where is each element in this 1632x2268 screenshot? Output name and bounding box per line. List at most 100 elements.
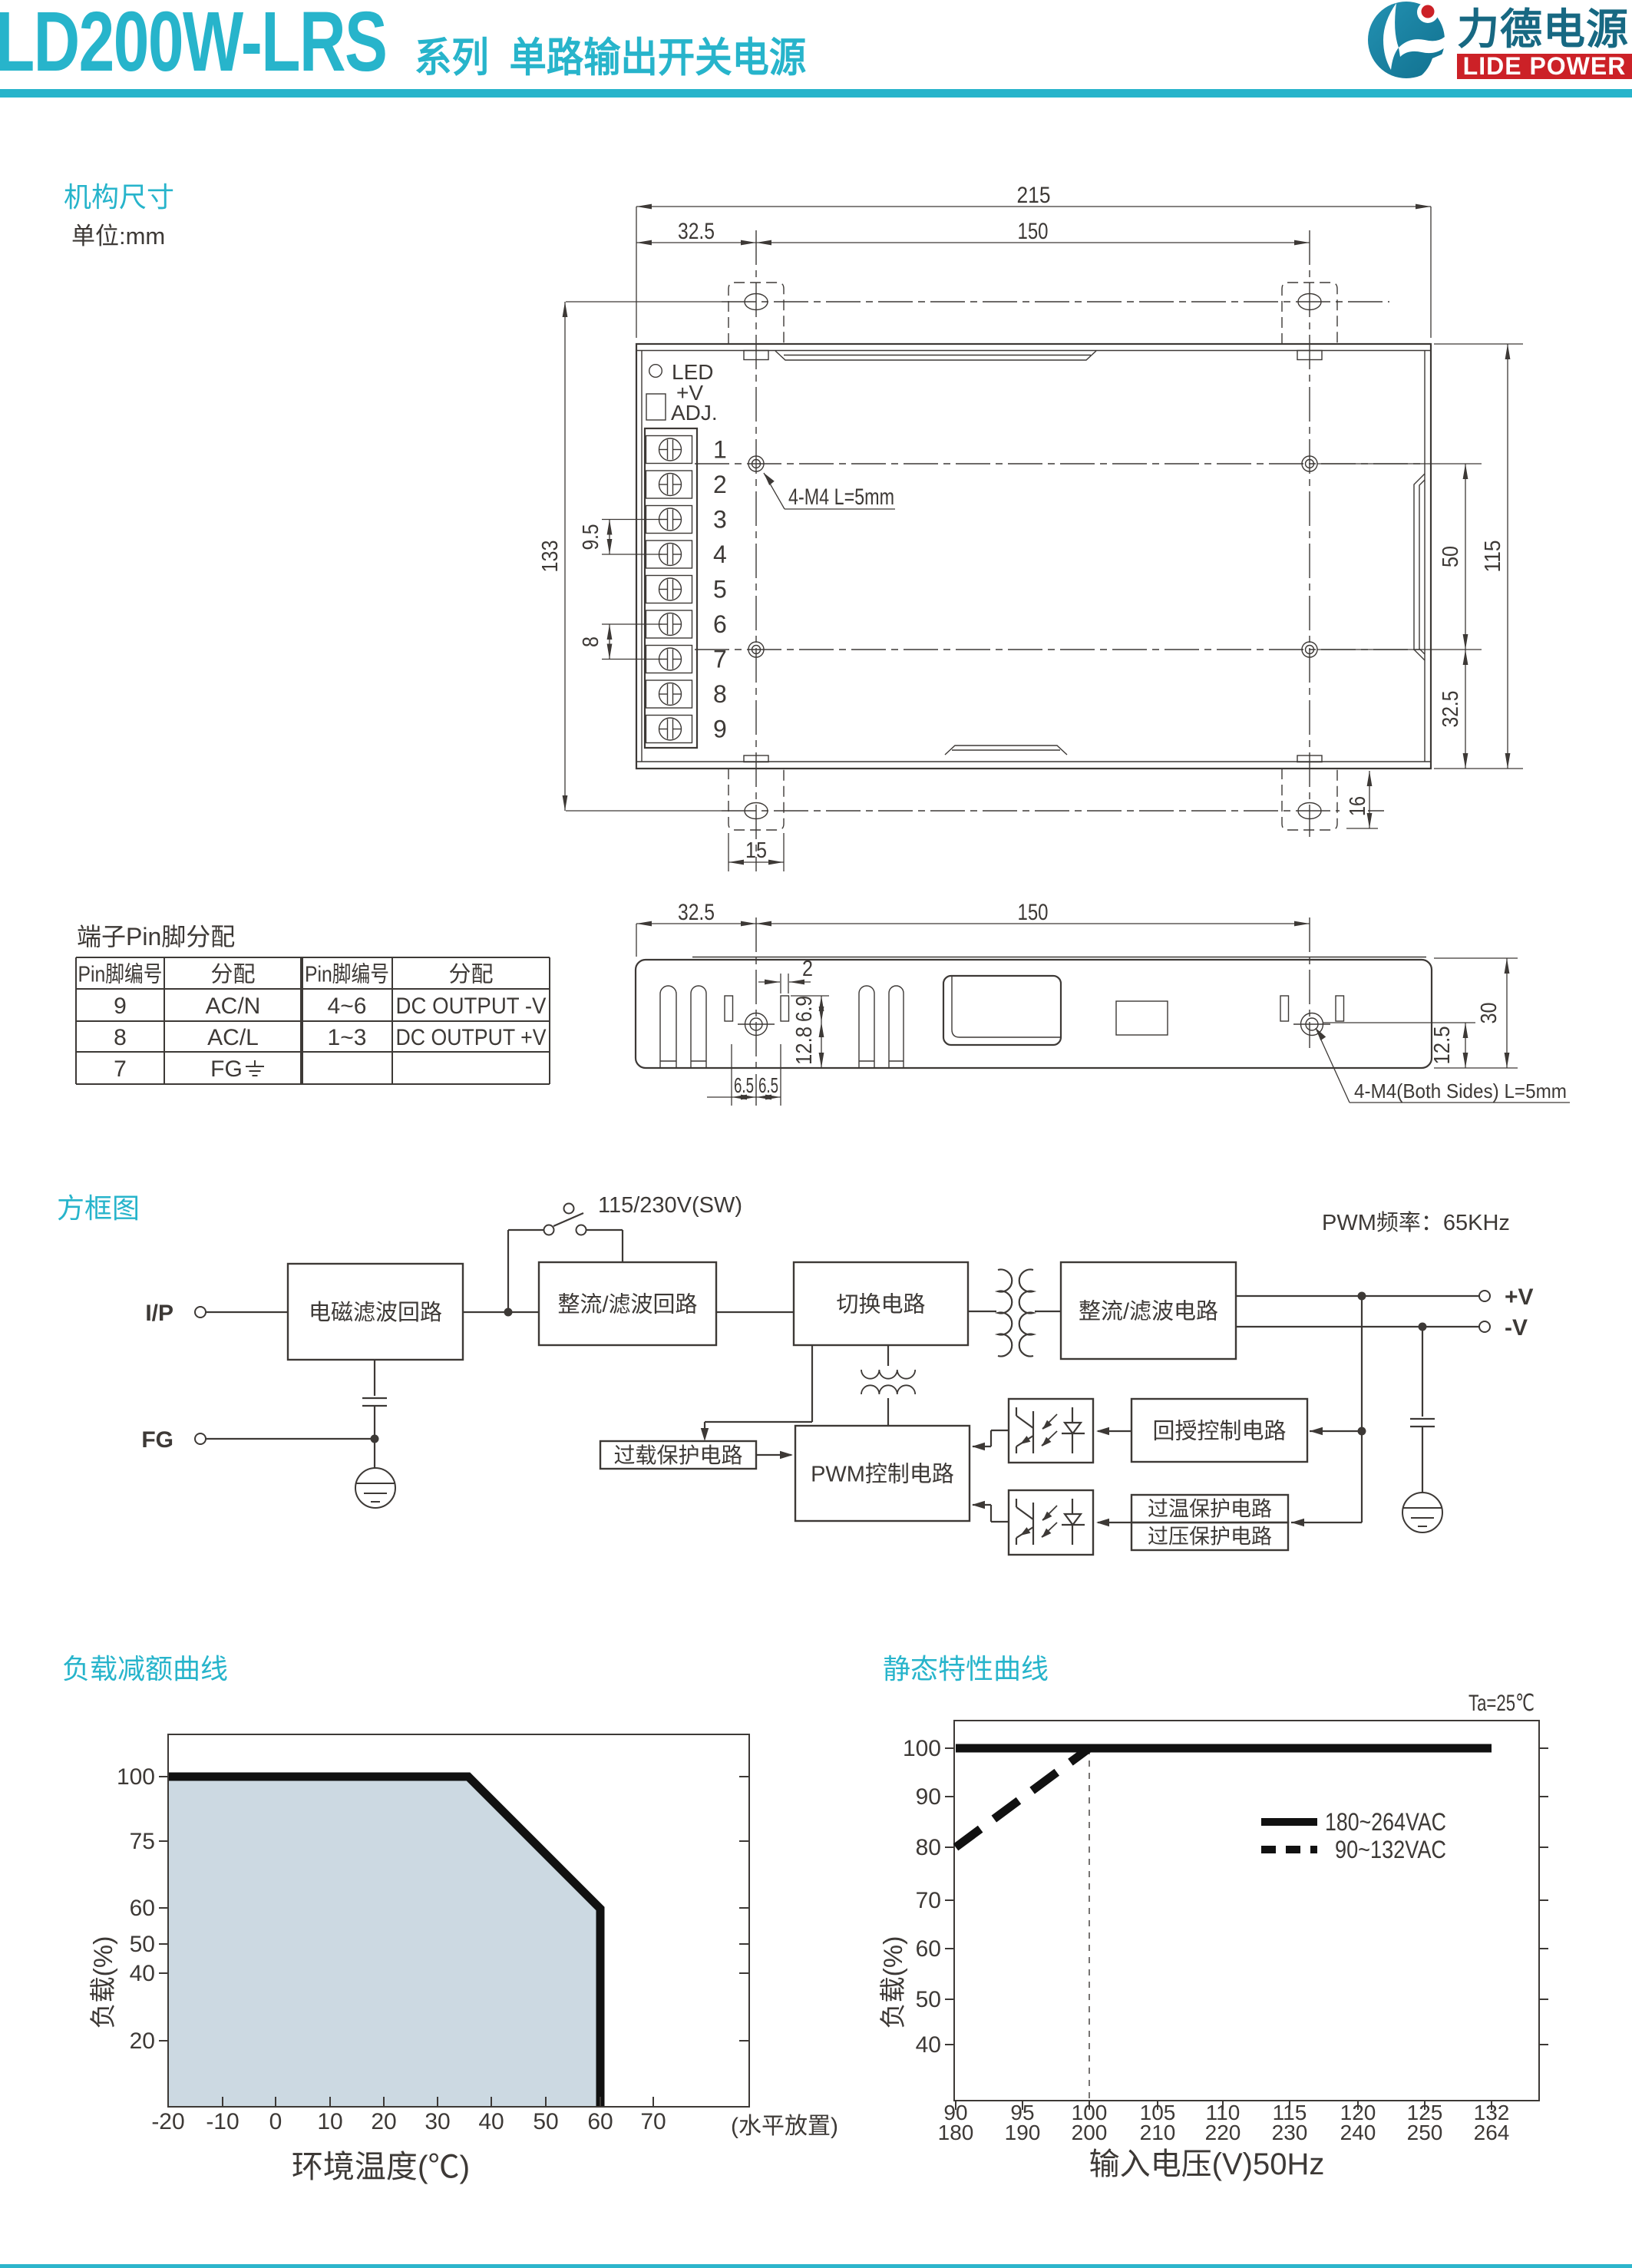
svg-text:9.5: 9.5 — [579, 524, 603, 550]
svg-text:静态特性曲线: 静态特性曲线 — [883, 1653, 1049, 1684]
svg-text:180~264VAC: 180~264VAC — [1325, 1808, 1446, 1836]
svg-text:7: 7 — [114, 1056, 127, 1082]
svg-text:FG: FG — [141, 1427, 173, 1453]
svg-text:电磁滤波回路: 电磁滤波回路 — [309, 1300, 442, 1325]
svg-text:6.5: 6.5 — [758, 1073, 778, 1097]
svg-text:环境温度(℃): 环境温度(℃) — [292, 2149, 470, 2184]
svg-text:30: 30 — [1477, 1003, 1502, 1024]
svg-text:40: 40 — [130, 1961, 155, 1986]
svg-text:1: 1 — [713, 436, 727, 464]
svg-text:70: 70 — [640, 2109, 666, 2134]
svg-text:115: 115 — [1273, 2101, 1307, 2124]
svg-text:40: 40 — [916, 2032, 941, 2058]
svg-text:115: 115 — [1481, 541, 1505, 573]
svg-text:264: 264 — [1474, 2121, 1510, 2144]
svg-text:过温保护电路: 过温保护电路 — [1148, 1498, 1272, 1521]
svg-text:过载保护电路: 过载保护电路 — [613, 1443, 742, 1467]
svg-text:DC OUTPUT -V: DC OUTPUT -V — [396, 993, 547, 1019]
svg-text:3: 3 — [713, 506, 727, 534]
svg-text:(水平放置): (水平放置) — [731, 2114, 838, 2139]
svg-text:6.9: 6.9 — [792, 996, 817, 1022]
svg-text:70: 70 — [916, 1888, 941, 1913]
svg-text:12.5: 12.5 — [1430, 1027, 1455, 1065]
svg-text:Pin脚编号: Pin脚编号 — [305, 962, 389, 987]
svg-text:AC/N: AC/N — [206, 993, 261, 1019]
svg-text:250: 250 — [1407, 2121, 1443, 2144]
svg-text:过压保护电路: 过压保护电路 — [1148, 1526, 1272, 1549]
svg-text:230: 230 — [1272, 2121, 1308, 2144]
svg-text:20: 20 — [130, 2028, 155, 2054]
svg-text:90: 90 — [943, 2101, 967, 2124]
svg-text:132: 132 — [1474, 2101, 1510, 2124]
svg-text:40: 40 — [478, 2109, 504, 2134]
svg-text:50: 50 — [916, 1987, 941, 2012]
svg-text:200: 200 — [1072, 2121, 1108, 2144]
svg-text:32.5: 32.5 — [678, 900, 715, 925]
svg-text:Pin脚编号: Pin脚编号 — [78, 962, 163, 987]
svg-text:AC/L: AC/L — [207, 1025, 259, 1050]
svg-text:0: 0 — [269, 2109, 282, 2134]
svg-text:80: 80 — [916, 1835, 941, 1860]
svg-text:20: 20 — [371, 2109, 396, 2134]
svg-text:方框图: 方框图 — [57, 1192, 140, 1224]
svg-text:ADJ.: ADJ. — [671, 401, 718, 425]
svg-text:100: 100 — [117, 1764, 155, 1790]
svg-text:90~132VAC: 90~132VAC — [1335, 1836, 1446, 1863]
svg-text:180: 180 — [938, 2121, 974, 2144]
svg-text:-V: -V — [1505, 1315, 1528, 1341]
svg-text:215: 215 — [1017, 183, 1051, 208]
svg-text:4: 4 — [713, 541, 727, 568]
svg-text:9: 9 — [713, 716, 727, 743]
svg-text:240: 240 — [1340, 2121, 1376, 2144]
svg-text:110: 110 — [1206, 2101, 1241, 2124]
svg-text:FG: FG — [210, 1056, 243, 1082]
svg-text:PWM控制电路: PWM控制电路 — [811, 1461, 954, 1486]
svg-text:+V: +V — [1505, 1284, 1534, 1310]
svg-text:15: 15 — [745, 838, 767, 863]
svg-text:负载(%): 负载(%) — [879, 1936, 908, 2029]
svg-text:+V: +V — [676, 381, 703, 405]
svg-text:整流/滤波回路: 整流/滤波回路 — [557, 1291, 697, 1317]
svg-text:LIDE POWER: LIDE POWER — [1463, 52, 1627, 80]
svg-text:9: 9 — [114, 993, 127, 1019]
svg-text:95: 95 — [1010, 2101, 1034, 2124]
svg-text:2: 2 — [713, 471, 727, 498]
svg-text:7: 7 — [713, 646, 727, 673]
svg-text:分配: 分配 — [448, 963, 493, 987]
svg-text:30: 30 — [425, 2109, 450, 2134]
svg-text:12.8: 12.8 — [792, 1027, 817, 1065]
svg-text:负载减额曲线: 负载减额曲线 — [62, 1653, 228, 1684]
svg-text:115/230V(SW): 115/230V(SW) — [598, 1193, 742, 1218]
svg-text:Ta=25℃: Ta=25℃ — [1468, 1691, 1535, 1716]
svg-text:2: 2 — [802, 957, 813, 981]
svg-text:150: 150 — [1018, 900, 1049, 925]
svg-text:LED: LED — [672, 360, 713, 384]
svg-text:16: 16 — [1346, 796, 1370, 816]
svg-text:-20: -20 — [151, 2109, 184, 2134]
svg-text:50: 50 — [130, 1932, 155, 1957]
svg-text:75: 75 — [130, 1829, 155, 1854]
svg-text:32.5: 32.5 — [678, 219, 715, 244]
svg-text:6: 6 — [713, 610, 727, 638]
svg-text:133: 133 — [538, 541, 563, 573]
svg-text:PWM频率：65KHz: PWM频率：65KHz — [1322, 1210, 1510, 1235]
svg-text:分配: 分配 — [210, 963, 255, 987]
svg-text:回授控制电路: 回授控制电路 — [1152, 1418, 1286, 1443]
svg-text:120: 120 — [1340, 2101, 1376, 2124]
svg-text:150: 150 — [1018, 219, 1049, 244]
svg-text:210: 210 — [1140, 2121, 1176, 2144]
svg-text:8: 8 — [579, 636, 603, 647]
svg-text:90: 90 — [916, 1784, 941, 1810]
svg-text:端子Pin脚分配: 端子Pin脚分配 — [77, 923, 235, 951]
svg-text:60: 60 — [130, 1896, 155, 1921]
svg-text:6.5: 6.5 — [734, 1073, 754, 1097]
svg-text:输入电压(V)50Hz: 输入电压(V)50Hz — [1089, 2147, 1325, 2181]
svg-text:I/P: I/P — [145, 1301, 173, 1326]
svg-text:-10: -10 — [206, 2109, 239, 2134]
svg-text:50: 50 — [1439, 546, 1463, 567]
svg-text:125: 125 — [1407, 2101, 1443, 2124]
svg-text:4-M4 L=5mm: 4-M4 L=5mm — [788, 484, 894, 510]
svg-text:4-M4(Both Sides) L=5mm: 4-M4(Both Sides) L=5mm — [1354, 1079, 1567, 1103]
svg-text:220: 220 — [1205, 2121, 1241, 2144]
svg-text:1~3: 1~3 — [328, 1025, 367, 1050]
